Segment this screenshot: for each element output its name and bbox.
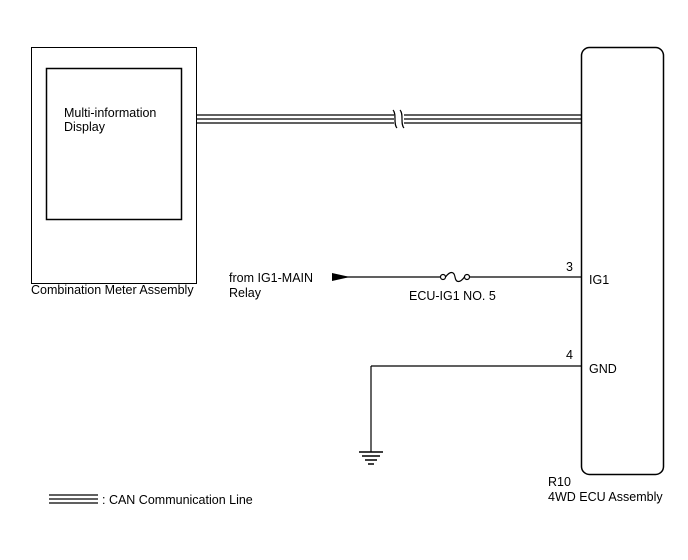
- combination-meter-label: Combination Meter Assembly: [31, 283, 194, 297]
- fuse-label: ECU-IG1 NO. 5: [409, 289, 496, 303]
- ecu-connector-label: R10: [548, 475, 571, 489]
- wire-break-icon: [392, 109, 405, 129]
- legend-text: : CAN Communication Line: [102, 493, 253, 507]
- pin-gnd-label: GND: [589, 362, 617, 376]
- display-label-line1: Multi-information: [64, 106, 157, 120]
- fuse-icon: [439, 271, 471, 283]
- ecu-name-label: 4WD ECU Assembly: [548, 490, 663, 504]
- power-source-line2: Relay: [229, 286, 261, 300]
- pin-4-number: 4: [566, 348, 573, 362]
- can-communication-line: [197, 114, 581, 124]
- arrow-right-icon: [332, 273, 350, 281]
- ecu-box: [580, 46, 665, 476]
- pin-3-number: 3: [566, 260, 573, 274]
- power-source-line1: from IG1-MAIN: [229, 271, 314, 285]
- legend-can-line-sample: [49, 494, 98, 504]
- gnd-wire: [370, 365, 581, 452]
- combination-meter-box: [31, 47, 197, 284]
- display-label-line2: Display: [64, 120, 105, 134]
- pin-ig1-label: IG1: [589, 273, 610, 287]
- multi-information-display-box: [45, 67, 183, 221]
- ground-icon: [359, 451, 383, 465]
